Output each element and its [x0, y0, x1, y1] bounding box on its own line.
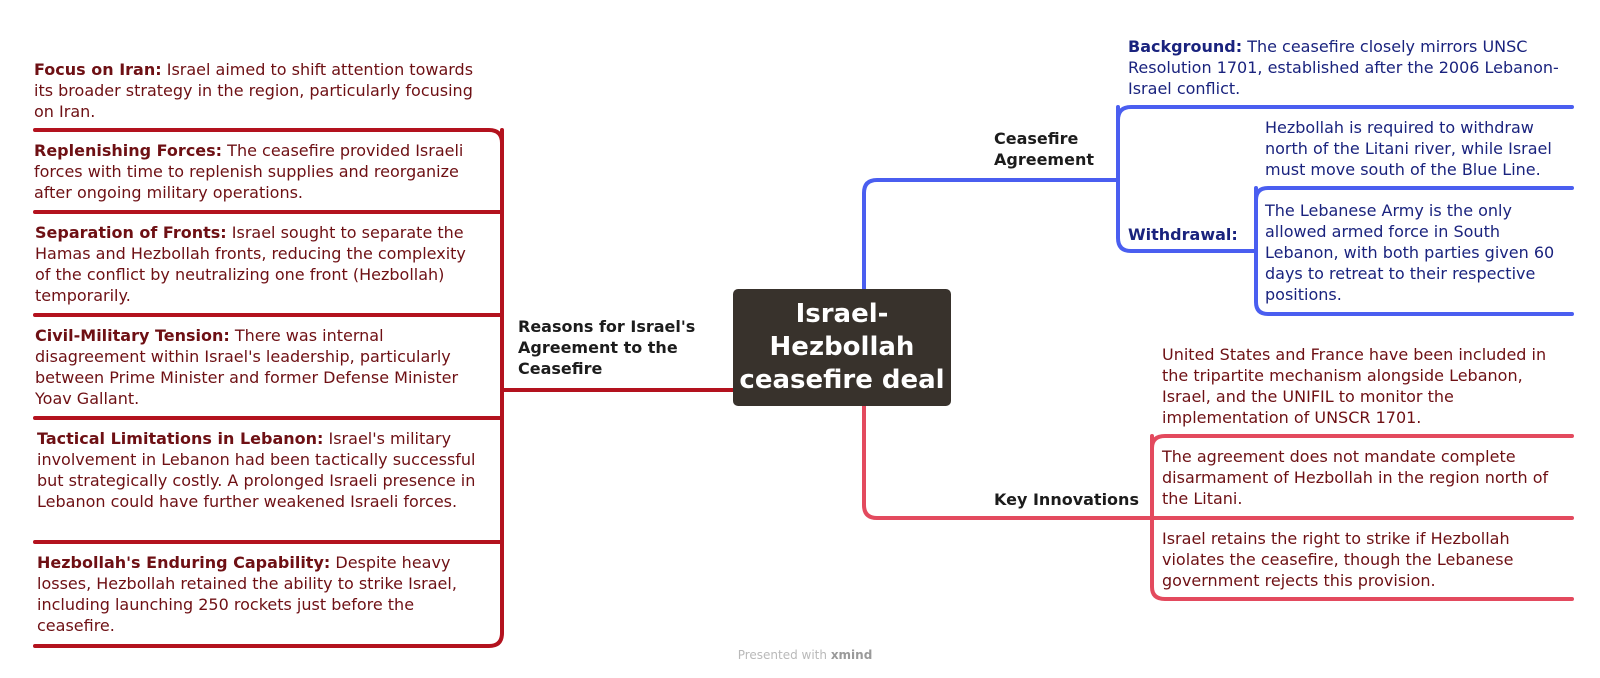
branch-label-innovations[interactable]: Key Innovations	[994, 490, 1139, 509]
reason-topic[interactable]: Hezbollah's Enduring Capability: Despite…	[37, 552, 473, 636]
reason-text: The ceasefire provided Israeli forces wi…	[34, 141, 464, 202]
reason-title: Replenishing Forces:	[34, 141, 223, 160]
withdrawal-item[interactable]: Hezbollah is required to withdraw north …	[1265, 118, 1552, 179]
reason-title: Civil-Military Tension:	[35, 326, 230, 345]
reason-topic[interactable]: Replenishing Forces: The ceasefire provi…	[34, 140, 474, 203]
left-branch-connector	[33, 128, 735, 648]
footer-prefix: Presented with	[737, 648, 827, 662]
background-text: The ceasefire closely mirrors UNSC Resol…	[1128, 37, 1559, 98]
reason-title: Tactical Limitations in Lebanon:	[37, 429, 324, 448]
reason-text: Israel aimed to shift attention towards …	[34, 60, 474, 121]
reason-text: There was internal disagreement within I…	[35, 326, 459, 408]
reason-text: Despite heavy losses, Hezbollah retained…	[37, 553, 457, 635]
withdrawal-item[interactable]: The Lebanese Army is the only allowed ar…	[1265, 201, 1555, 304]
innovation-item[interactable]: United States and France have been inclu…	[1162, 345, 1547, 427]
reason-topic[interactable]: Tactical Limitations in Lebanon: Israel'…	[37, 428, 477, 512]
innovation-item[interactable]: The agreement does not mandate complete …	[1162, 447, 1549, 508]
branch-label-reasons[interactable]: Reasons for Israel's Agreement to the Ce…	[518, 317, 696, 378]
reason-topic[interactable]: Separation of Fronts: Israel sought to s…	[35, 222, 481, 306]
footer-brand: xmind	[830, 648, 873, 662]
reason-text: Israel's military involvement in Lebanon…	[37, 429, 476, 511]
reason-title: Hezbollah's Enduring Capability:	[37, 553, 331, 572]
reason-title: Separation of Fronts:	[35, 223, 227, 242]
reason-topic[interactable]: Civil-Military Tension: There was intern…	[35, 325, 481, 409]
central-topic[interactable]: Israel-Hezbollah ceasefire deal	[733, 289, 951, 406]
reason-topic[interactable]: Focus on Iran: Israel aimed to shift att…	[34, 59, 474, 122]
innovations-branch-connector	[862, 404, 1574, 601]
background-topic[interactable]: Background: The ceasefire closely mirror…	[1128, 36, 1570, 99]
branch-label-ceasefire[interactable]: Ceasefire Agreement	[994, 129, 1094, 169]
innovation-item[interactable]: Israel retains the right to strike if He…	[1162, 529, 1514, 590]
footer-watermark: Presented with xmind	[735, 648, 875, 662]
background-title: Background:	[1128, 37, 1243, 56]
ceasefire-branch-connector	[862, 105, 1574, 316]
reason-title: Focus on Iran:	[34, 60, 162, 79]
reason-text: Israel sought to separate the Hamas and …	[35, 223, 466, 305]
withdrawal-label[interactable]: Withdrawal:	[1128, 225, 1238, 244]
